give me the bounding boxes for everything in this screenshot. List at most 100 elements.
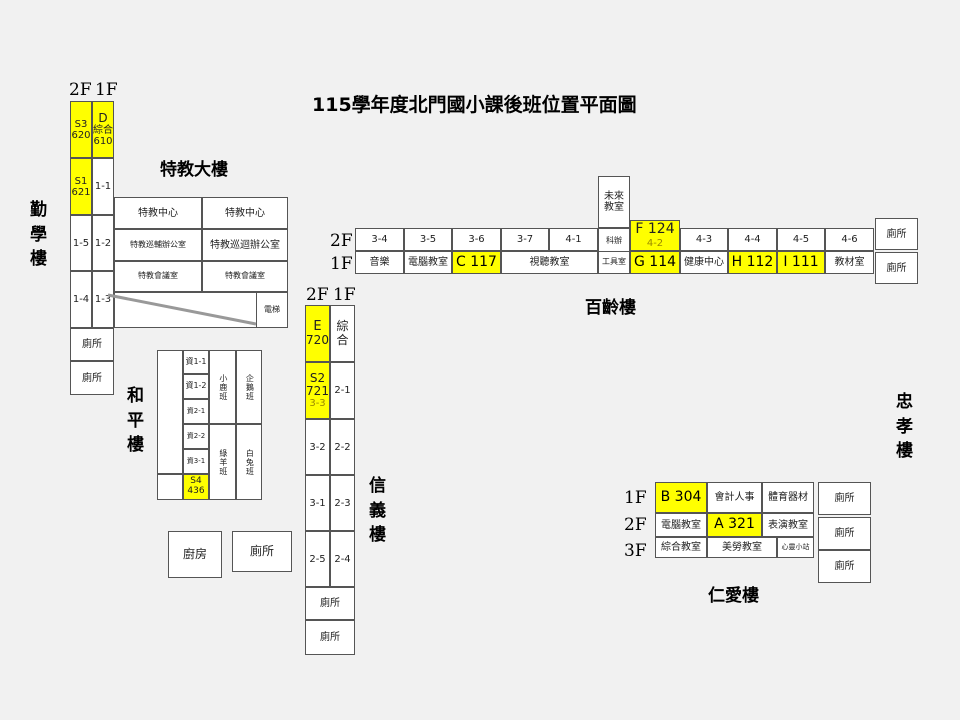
bailing-floor-1f-label: 1F <box>330 254 353 274</box>
room-future-classroom[interactable]: 未來教室 <box>598 176 630 228</box>
room-qie[interactable]: 企鵝班 <box>236 350 262 424</box>
room-s3-code: S3 <box>74 118 88 130</box>
room-b[interactable]: B 304 <box>655 482 707 513</box>
room-materials[interactable]: 教材室 <box>825 251 874 274</box>
special-itinerant-office-1[interactable]: 特教巡輔辦公室 <box>114 229 202 261</box>
special-itinerant-office-2[interactable]: 特教巡迴辦公室 <box>202 229 288 261</box>
renai-toilet-2[interactable]: 廁所 <box>818 517 871 550</box>
room-xiaolu[interactable]: 小鹿班 <box>209 350 236 424</box>
room-e-num: 720 <box>306 333 329 348</box>
room-1-5[interactable]: 1-5 <box>70 215 92 271</box>
room-1-4[interactable]: 1-4 <box>70 271 92 328</box>
xinyi-floor-2f-label: 2F <box>306 285 329 305</box>
room-2-4[interactable]: 2-4 <box>330 531 355 587</box>
room-zi-1-2[interactable]: 資1-2 <box>183 374 209 399</box>
bailing-toilet-1f[interactable]: 廁所 <box>875 252 918 284</box>
bailing-floor-2f-label: 2F <box>330 231 353 251</box>
room-c[interactable]: C 117 <box>452 251 501 274</box>
special-center-2[interactable]: 特教中心 <box>202 197 288 229</box>
room-a[interactable]: A 321 <box>707 513 762 537</box>
room-4-1[interactable]: 4-1 <box>549 228 598 251</box>
room-g[interactable]: G 114 <box>630 251 680 274</box>
room-zi-1-1[interactable]: 資1-1 <box>183 350 209 374</box>
room-s1-num: 621 <box>71 186 91 198</box>
room-art[interactable]: 美勞教室 <box>707 537 777 558</box>
heping-toilet[interactable]: 廁所 <box>232 531 292 572</box>
room-comprehensive[interactable]: 綜合教室 <box>655 537 707 558</box>
renai-toilet-3[interactable]: 廁所 <box>818 550 871 583</box>
qinxue-floor-1f-label: 1F <box>95 80 118 100</box>
page-title: 115學年度北門國小課後班位置平面圖 <box>312 94 637 116</box>
room-1-2[interactable]: 1-2 <box>92 215 114 271</box>
room-f-code: F 124 <box>635 221 675 238</box>
room-music[interactable]: 音樂 <box>355 251 404 274</box>
room-4-4[interactable]: 4-4 <box>728 228 777 251</box>
room-s1-code: S1 <box>74 175 88 187</box>
room-tools[interactable]: 工具室 <box>598 251 630 274</box>
xinyi-toilet-1[interactable]: 廁所 <box>305 587 355 620</box>
room-h[interactable]: H 112 <box>728 251 777 274</box>
room-4-3[interactable]: 4-3 <box>680 228 728 251</box>
room-health[interactable]: 健康中心 <box>680 251 728 274</box>
zhongxiao-building-name: 忠 孝 樓 <box>896 392 913 462</box>
room-3-1[interactable]: 3-1 <box>305 475 330 531</box>
xinyi-floor-1f-label: 1F <box>333 285 356 305</box>
room-zi-2-2[interactable]: 資2-2 <box>183 424 209 449</box>
room-3-7[interactable]: 3-7 <box>501 228 549 251</box>
room-f-sub: 4-2 <box>646 237 664 249</box>
room-computer[interactable]: 電腦教室 <box>404 251 452 274</box>
room-2-1[interactable]: 2-1 <box>330 362 355 419</box>
room-baitu[interactable]: 白兔班 <box>236 424 262 500</box>
renai-building-name: 仁愛樓 <box>708 586 759 606</box>
room-d-code: D <box>98 110 108 125</box>
room-av[interactable]: 視聽教室 <box>501 251 598 274</box>
room-1-1[interactable]: 1-1 <box>92 158 114 215</box>
room-computer-2f[interactable]: 電腦教室 <box>655 513 707 537</box>
elevator[interactable]: 電梯 <box>256 292 288 328</box>
room-1-3[interactable]: 1-3 <box>92 271 114 328</box>
room-4-6[interactable]: 4-6 <box>825 228 874 251</box>
room-zonghe[interactable]: 綜合 <box>330 305 355 362</box>
room-2-2[interactable]: 2-2 <box>330 419 355 475</box>
special-meeting-room-1[interactable]: 特教會議室 <box>114 261 202 292</box>
room-2-5[interactable]: 2-5 <box>305 531 330 587</box>
special-meeting-room-2[interactable]: 特教會議室 <box>202 261 288 292</box>
bailing-toilet-2f[interactable]: 廁所 <box>875 218 918 250</box>
room-s4-code: S4 <box>190 476 202 487</box>
room-4-5[interactable]: 4-5 <box>777 228 825 251</box>
room-3-4[interactable]: 3-4 <box>355 228 404 251</box>
room-zi-2-1[interactable]: 資2-1 <box>183 399 209 424</box>
renai-floor-3f-label: 3F <box>624 541 647 561</box>
renai-floor-1f-label: 1F <box>624 488 647 508</box>
room-i[interactable]: I 111 <box>777 251 825 274</box>
qinxue-floor-2f-label: 2F <box>69 80 92 100</box>
special-building-name: 特教大樓 <box>160 160 228 180</box>
heping-corridor <box>157 350 183 474</box>
room-3-5[interactable]: 3-5 <box>404 228 452 251</box>
room-zi-3-1[interactable]: 資3-1 <box>183 449 209 474</box>
special-center-1[interactable]: 特教中心 <box>114 197 202 229</box>
room-counsel[interactable]: 心靈小站 <box>777 537 814 558</box>
room-2-3[interactable]: 2-3 <box>330 475 355 531</box>
room-3-2[interactable]: 3-2 <box>305 419 330 475</box>
room-sports[interactable]: 體育器材 <box>762 482 814 513</box>
qinxue-toilet-2[interactable]: 廁所 <box>70 361 114 395</box>
room-d-name: 綜合 <box>93 125 113 137</box>
kitchen[interactable]: 廚房 <box>168 531 222 578</box>
qinxue-toilet-1[interactable]: 廁所 <box>70 328 114 361</box>
room-accounting[interactable]: 會計人事 <box>707 482 762 513</box>
room-xujie[interactable]: 綠羊班 <box>209 424 236 500</box>
qinxue-building-name: 勤 學 樓 <box>30 200 47 270</box>
room-3-6[interactable]: 3-6 <box>452 228 501 251</box>
xinyi-toilet-2[interactable]: 廁所 <box>305 620 355 655</box>
renai-toilet-1[interactable]: 廁所 <box>818 482 871 515</box>
room-perform[interactable]: 表演教室 <box>762 513 814 537</box>
